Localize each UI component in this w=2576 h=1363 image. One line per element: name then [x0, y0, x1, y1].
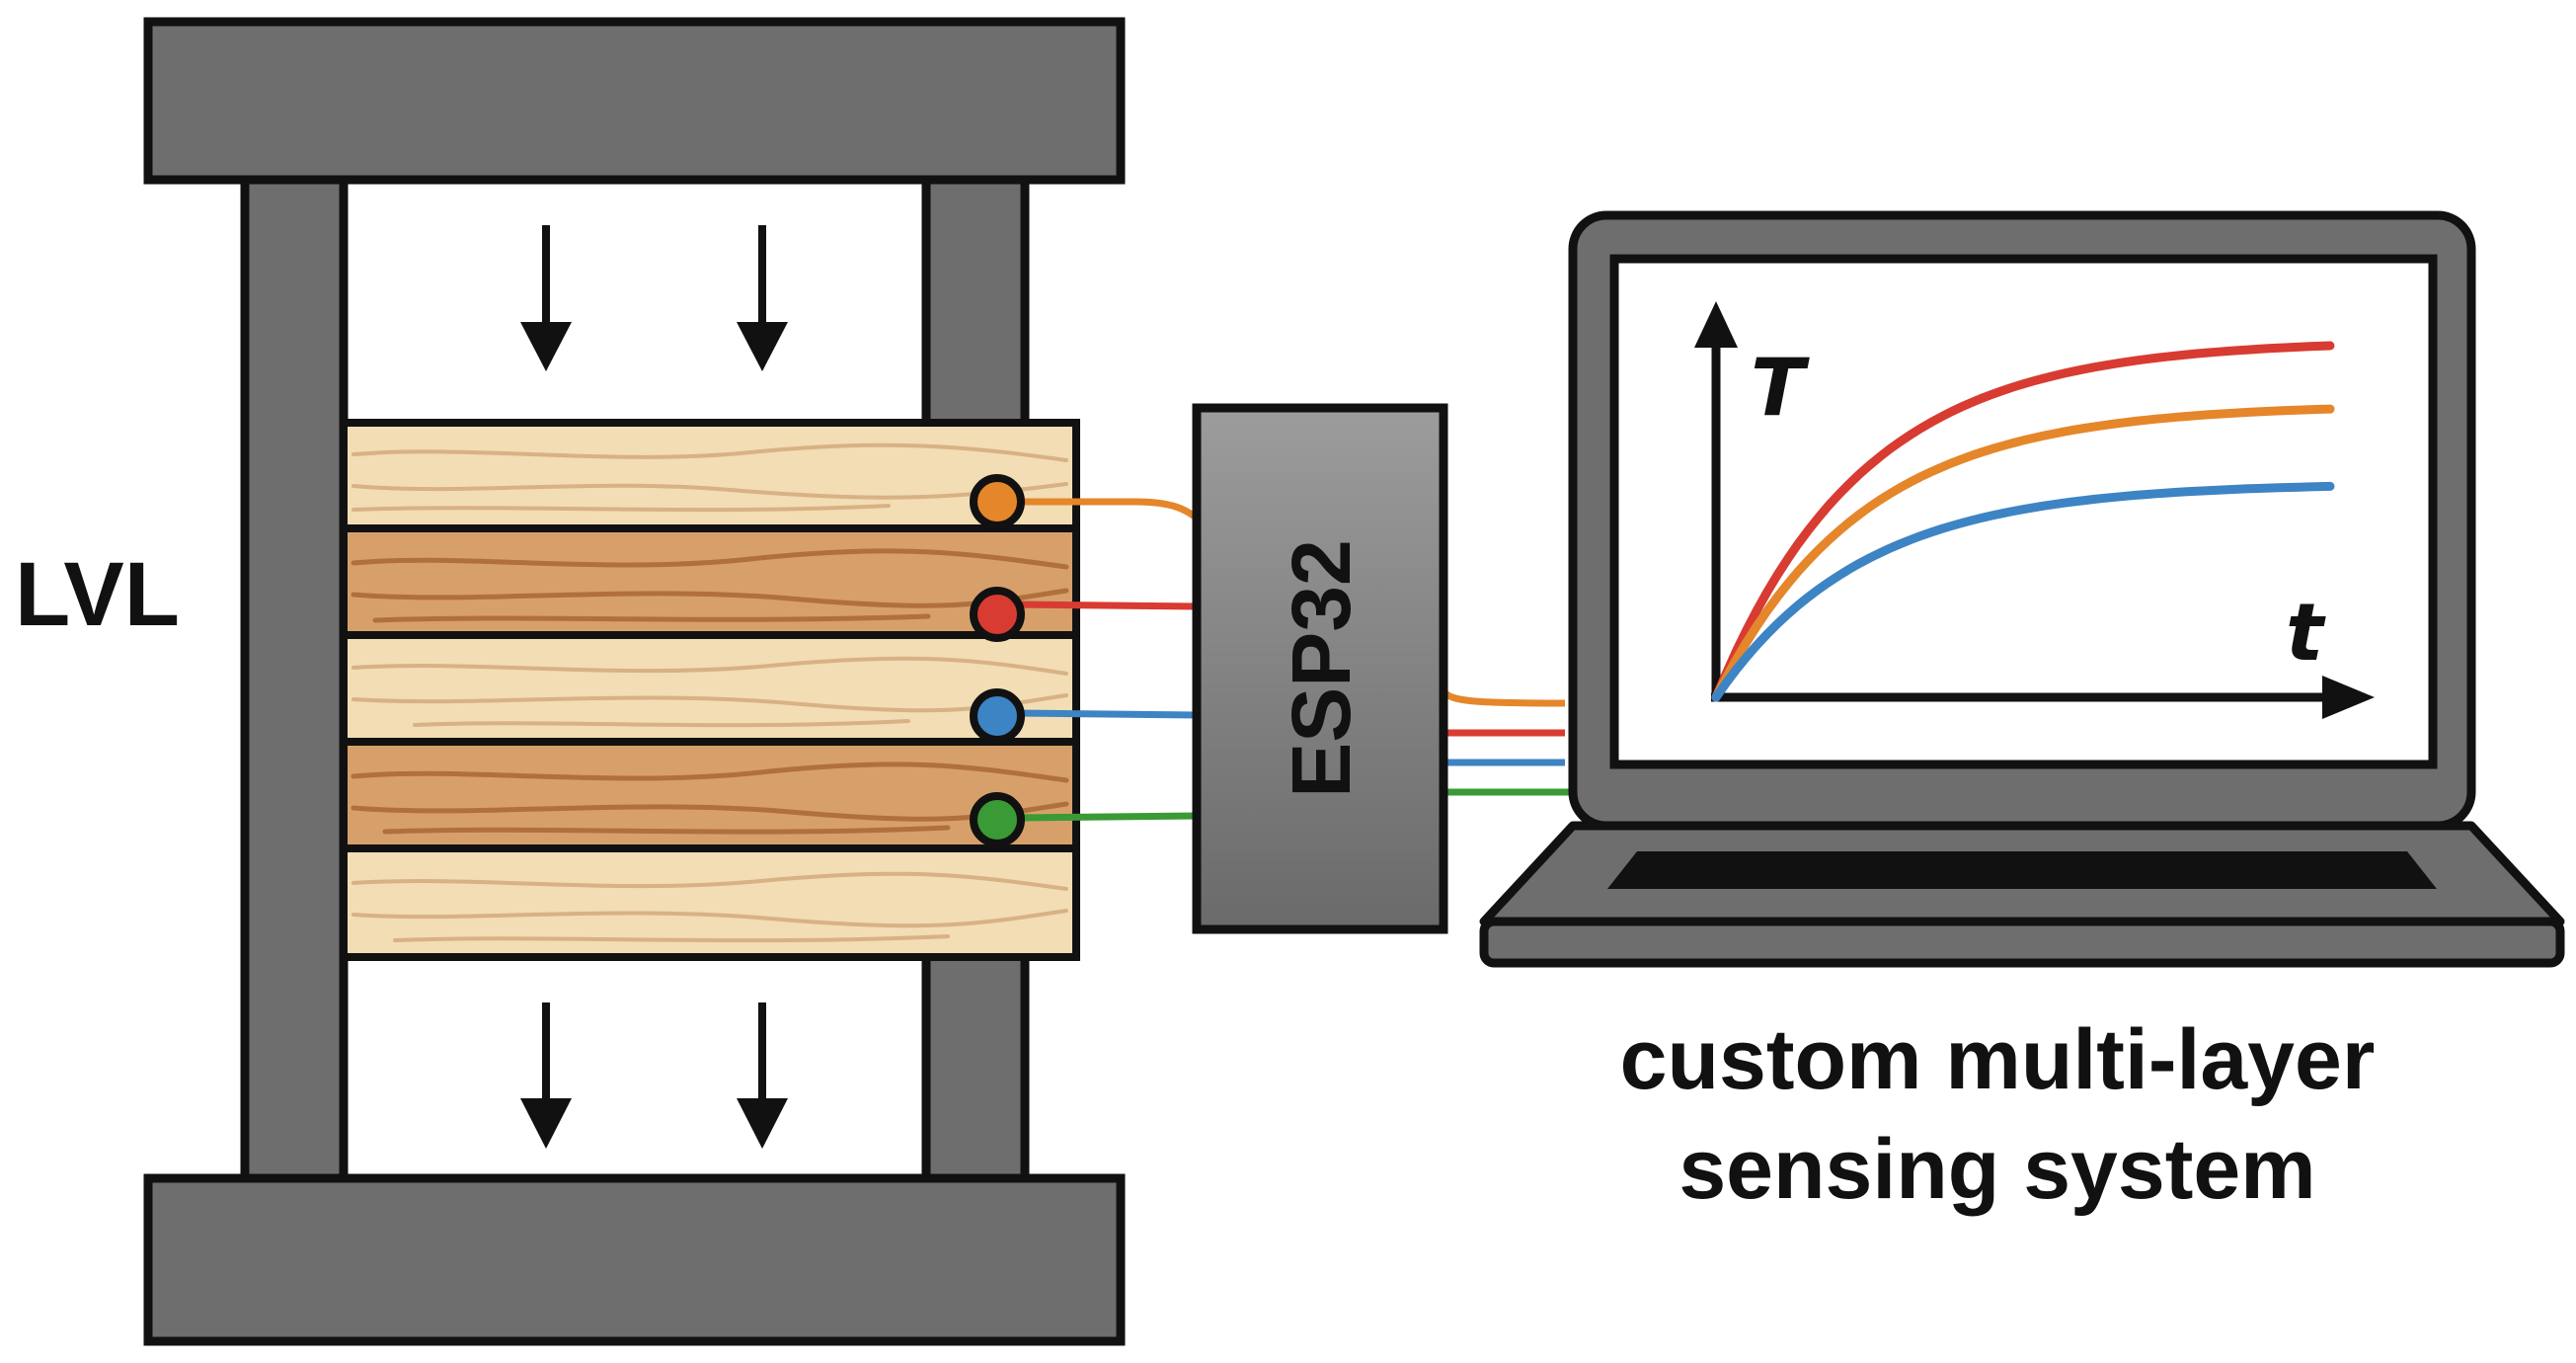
temperature-curve-3: [1711, 481, 2335, 702]
x-axis-arrow-icon: [2322, 676, 2375, 719]
plot-curves: [1711, 341, 2335, 702]
y-axis-arrow-icon: [1694, 301, 1738, 348]
usb-wires: [1441, 688, 1570, 796]
arrow-heads: [520, 322, 788, 1149]
veneer-layer: [340, 419, 1080, 532]
wire-orange-out: [1441, 688, 1566, 707]
hot-press: [143, 17, 1126, 1346]
temperature-curve-1: [1711, 341, 2335, 702]
wire-red: [1016, 601, 1199, 610]
temperature-curve-2: [1711, 404, 2335, 702]
sensor-3: [970, 688, 1025, 744]
sensor-1: [970, 474, 1025, 529]
plot-y-axis-label: T: [1751, 342, 1810, 434]
sensor-2: [970, 587, 1025, 642]
system-caption-line2: sensing system: [1678, 1122, 2315, 1217]
thermocouple-sensors: [970, 474, 1025, 847]
laptop: [1479, 210, 2565, 968]
plot-x-axis-label: t: [2286, 587, 2326, 679]
esp32-label: ESP32: [1275, 539, 1367, 798]
esp32-board: ESP32: [1192, 403, 1448, 934]
laptop-front-edge: [1479, 917, 2565, 968]
press-column-left: [240, 173, 349, 1188]
lvl-stack: [340, 419, 1080, 961]
sensor-4: [970, 792, 1025, 847]
press-top-platen: [143, 17, 1126, 185]
lvl-label: LVL: [15, 544, 180, 645]
system-caption-line1: custom multi-layer: [1620, 1012, 2376, 1107]
esp32-box: [1192, 403, 1448, 934]
press-bottom-platen: [143, 1173, 1126, 1346]
wire-green: [1016, 812, 1199, 822]
laptop-keyboard: [1607, 851, 2437, 889]
temperature-plot: T t: [1694, 301, 2375, 719]
wire-blue: [1016, 709, 1199, 719]
